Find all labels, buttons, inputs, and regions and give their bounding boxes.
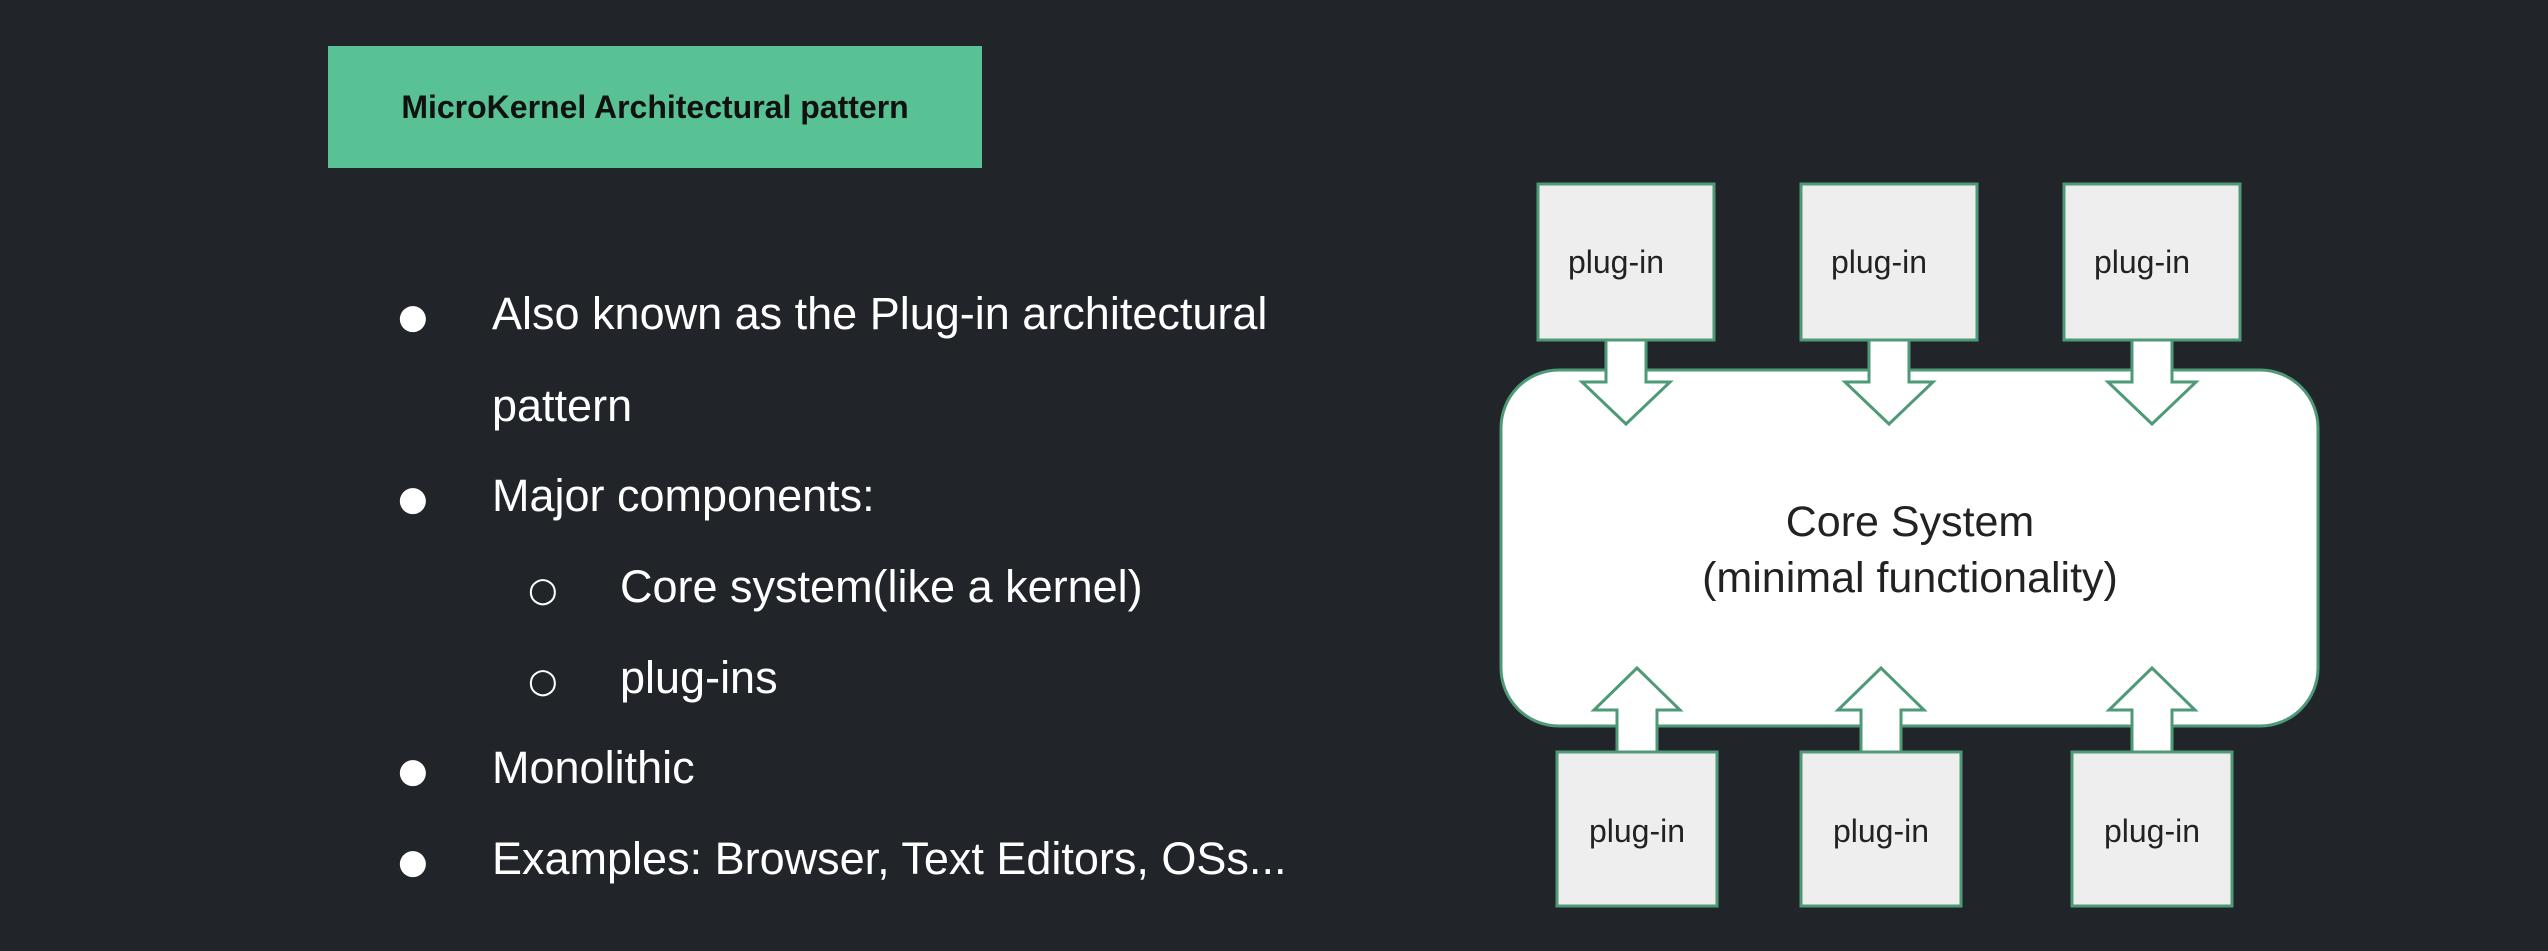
plugin-label-top-2: plug-in [1831,244,1927,280]
down-arrow-1-icon [1578,338,1674,427]
plugin-box-bottom-1 [1555,750,1719,908]
sub-bullet-marker: ○ [528,661,558,701]
down-arrow-3-icon [2104,338,2200,427]
bullet-marker: ● [398,751,428,791]
plugin-label-bottom-3: plug-in [2104,813,2200,849]
sub-bullet-text-plug-ins: plug-ins [620,652,778,703]
plugin-label-bottom-1: plug-in [1589,813,1685,849]
plugin-label-top-3: plug-in [2094,244,2190,280]
up-arrow-1-icon [1590,665,1684,754]
bullet-text-known-as: Also known as the Plug-in architectural [492,288,1268,339]
bullet-text-known-as-cont: pattern [492,380,633,431]
bullet-marker: ● [398,842,428,882]
bullet-text-major-components: Major components: [492,470,875,521]
up-arrow-2-icon [1834,665,1928,754]
plugin-box-bottom-2 [1799,750,1963,908]
title-banner: MicroKernel Architectural pattern [328,46,982,168]
up-arrow-3-icon [2105,665,2199,754]
bullet-list: ● Also known as the Plug-in architectura… [398,288,1287,884]
plugin-label-top-1: plug-in [1568,244,1664,280]
bullet-marker: ● [398,479,428,519]
plugin-box-top-3 [2062,182,2242,342]
sub-bullet-text-core-system: Core system(like a kernel) [620,561,1143,612]
plugin-label-bottom-2: plug-in [1833,813,1929,849]
slide-title: MicroKernel Architectural pattern [401,88,909,125]
sub-bullet-marker: ○ [528,570,558,610]
bullet-text-monolithic: Monolithic [492,742,695,793]
down-arrow-2-icon [1841,338,1937,427]
plugin-box-top-2 [1799,182,1979,342]
plugin-box-top-1 [1536,182,1716,342]
core-system-sublabel: (minimal functionality) [1702,554,2118,602]
plugin-box-bottom-3 [2070,750,2234,908]
core-system-label: Core System [1786,498,2035,546]
bullet-marker: ● [398,297,428,337]
bullet-text-examples: Examples: Browser, Text Editors, OSs... [492,833,1287,884]
